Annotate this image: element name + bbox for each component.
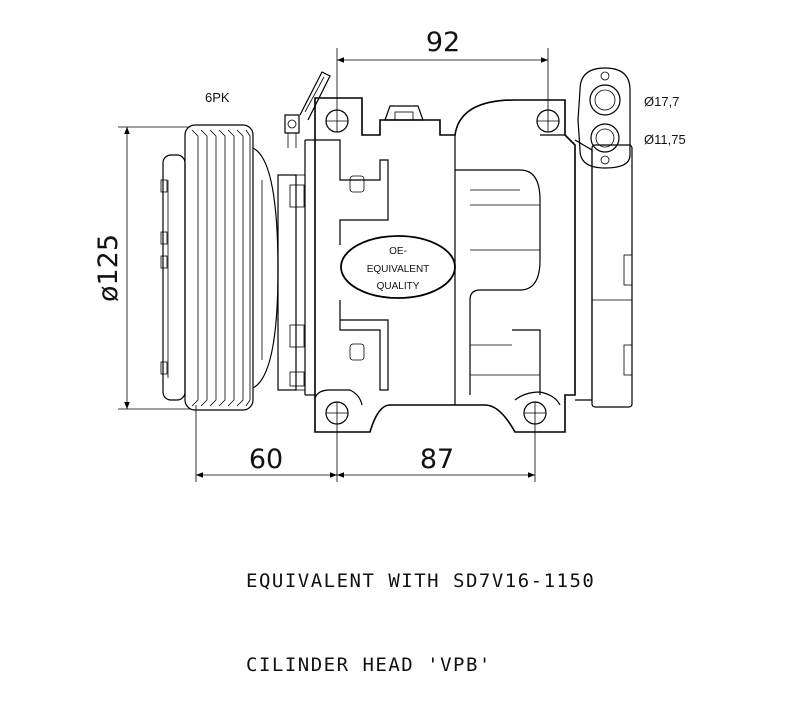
note-line-2: CILINDER HEAD 'VPB': [246, 654, 492, 676]
dim-pulley-diameter: ø125: [93, 234, 124, 302]
port-large-label: Ø17,7: [644, 94, 679, 109]
dim-top-width: 92: [426, 27, 460, 58]
compressor-body: [284, 71, 633, 433]
compressor-drawing: OE- EQUIVALENT QUALITY 6PK 92 ø125 60 87…: [93, 27, 686, 482]
badge-line2: EQUIVALENT: [367, 264, 430, 275]
oe-equivalent-badge: OE- EQUIVALENT QUALITY: [340, 235, 456, 299]
belt-grooves: [191, 129, 251, 407]
dim-bottom-left: 60: [249, 444, 283, 475]
port-small-label: Ø11,75: [644, 132, 686, 147]
dim-bottom-right: 87: [420, 444, 454, 475]
badge-line1: OE-: [389, 246, 407, 257]
badge-line3: QUALITY: [377, 281, 420, 292]
ports: [577, 67, 631, 169]
pulley: [160, 124, 297, 411]
note-line-1: EQUIVALENT WITH SD7V16-1150: [246, 570, 596, 592]
dimension-lines: [118, 48, 549, 482]
notes-block: EQUIVALENT WITH SD7V16-1150 CILINDER HEA…: [246, 511, 595, 707]
belt-type-label: 6PK: [205, 90, 230, 105]
